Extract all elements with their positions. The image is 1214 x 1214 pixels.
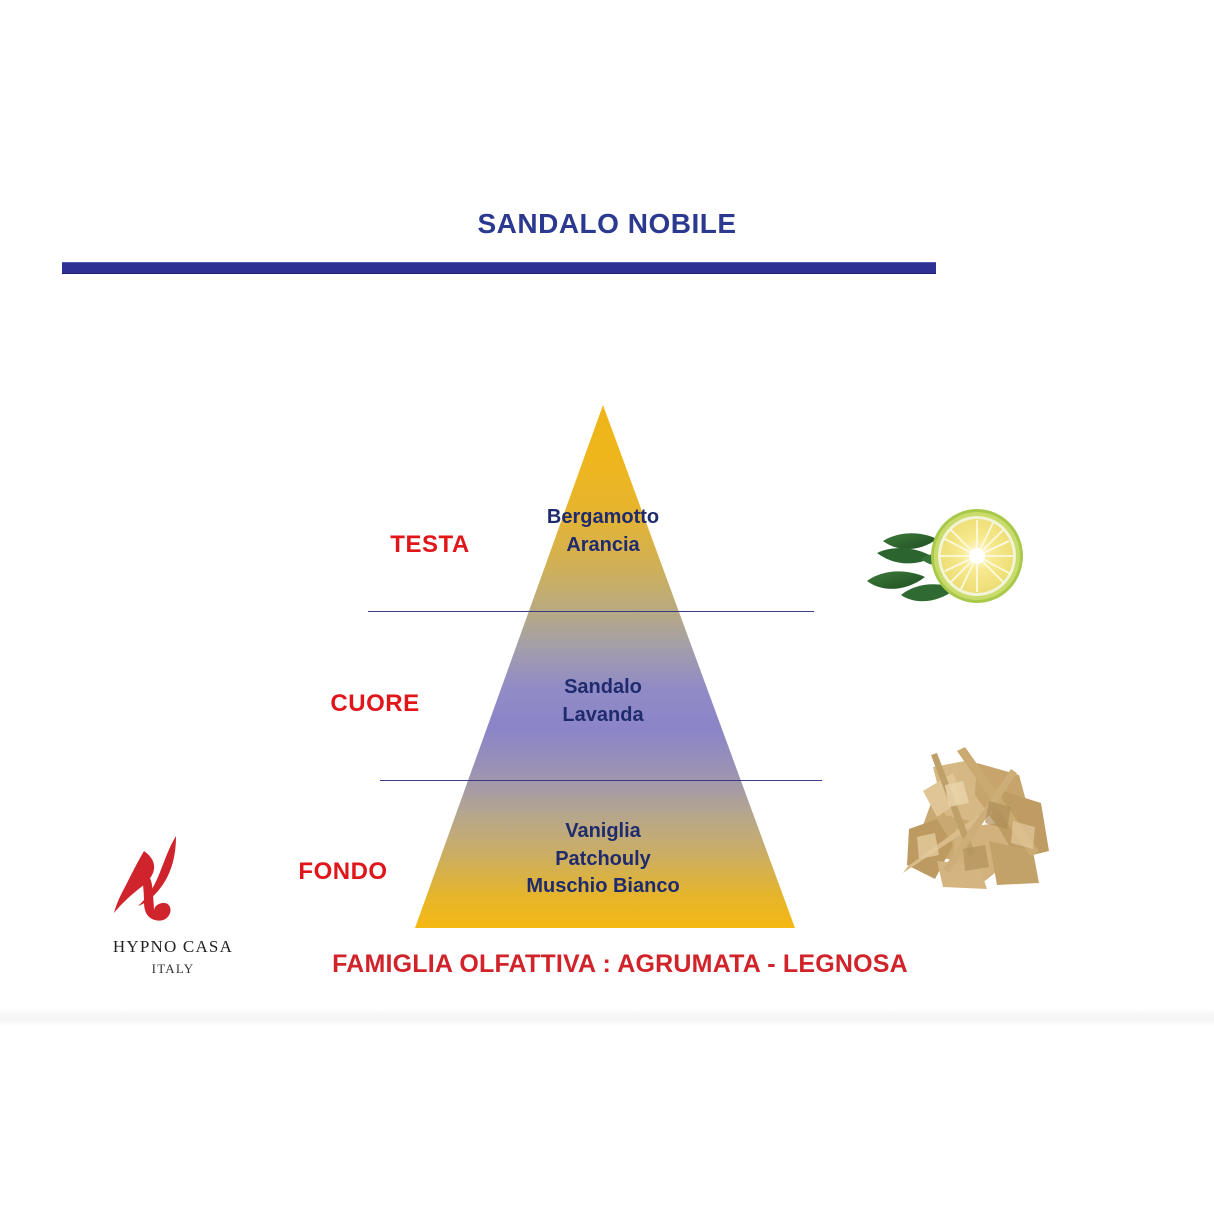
wood-chip-pile — [903, 747, 1049, 889]
notes-group-testa: Bergamotto Arancia — [403, 504, 803, 559]
note-item: Arancia — [566, 533, 640, 556]
brand-logo: HYPNO CASA ITALY — [78, 833, 268, 988]
flame-icon — [114, 836, 176, 921]
pyramid-divider-cuore-fondo — [380, 780, 822, 781]
notes-group-cuore: Sandalo Lavanda — [403, 674, 803, 729]
stage-label-fondo: FONDO — [298, 858, 388, 885]
olfactory-family-caption: FAMIGLIA OLFATTIVA : AGRUMATA - LEGNOSA — [332, 950, 908, 978]
fragrance-pyramid-graphic — [405, 405, 805, 933]
citrus-fruit-half — [931, 509, 1023, 603]
bottom-band — [0, 1008, 1214, 1026]
citrus-bergamot-photo — [867, 509, 1023, 603]
note-item: Muschio Bianco — [526, 875, 680, 898]
note-item: Patchouly — [555, 847, 651, 870]
pyramid-divider-testa-cuore — [368, 611, 814, 612]
logo-country-name: ITALY — [151, 961, 195, 976]
stage-label-testa: TESTA — [390, 531, 470, 558]
stage-label-cuore: CUORE — [330, 690, 420, 717]
pyramid-shape — [415, 405, 795, 928]
title-underline-rule — [62, 262, 936, 274]
note-item: Bergamotto — [546, 506, 660, 528]
page-title: SANDALO NOBILE — [477, 208, 737, 239]
logo-brand-name: HYPNO CASA — [112, 937, 234, 956]
note-item: Lavanda — [562, 703, 644, 726]
sandalwood-chips-photo — [903, 747, 1049, 889]
notes-group-fondo: Vaniglia Patchouly Muschio Bianco — [403, 818, 803, 901]
note-item: Sandalo — [564, 676, 642, 698]
note-item: Vaniglia — [565, 820, 641, 842]
